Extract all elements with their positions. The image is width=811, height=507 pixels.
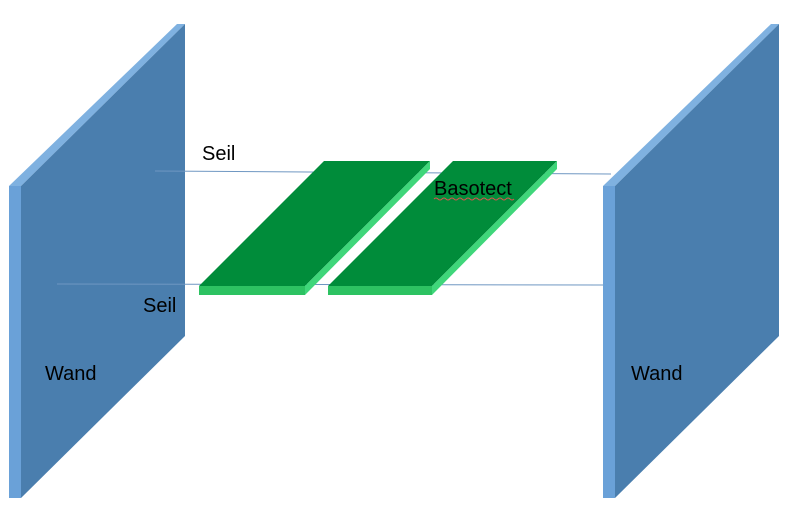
basotect-panel-right-top [328, 161, 557, 286]
basotect-panel-left-front [199, 286, 305, 295]
basotect-panel-left-side [305, 161, 430, 295]
wall-right [603, 24, 779, 498]
rope-top-label: Seil [202, 143, 235, 165]
wall-left-side-edge [9, 186, 21, 498]
wall-right-label: Wand [631, 363, 683, 385]
wall-right-side-edge [603, 186, 615, 498]
basotect-panel-right-side [432, 161, 557, 295]
wall-left-top-edge [9, 24, 185, 186]
basotect-panel-right [328, 161, 557, 295]
wall-right-top-edge [603, 24, 779, 186]
basotect-panel-right-front [328, 286, 432, 295]
wall-left-face [21, 24, 185, 498]
wall-right-face [615, 24, 779, 498]
wall-left [9, 24, 185, 498]
material-label: Basotect [434, 178, 512, 200]
spellcheck-underline [433, 197, 515, 201]
basotect-panel-left-top [199, 161, 430, 286]
wall-left-label: Wand [45, 363, 97, 385]
rope-bottom-label: Seil [143, 295, 176, 317]
basotect-panel-left [199, 161, 430, 295]
